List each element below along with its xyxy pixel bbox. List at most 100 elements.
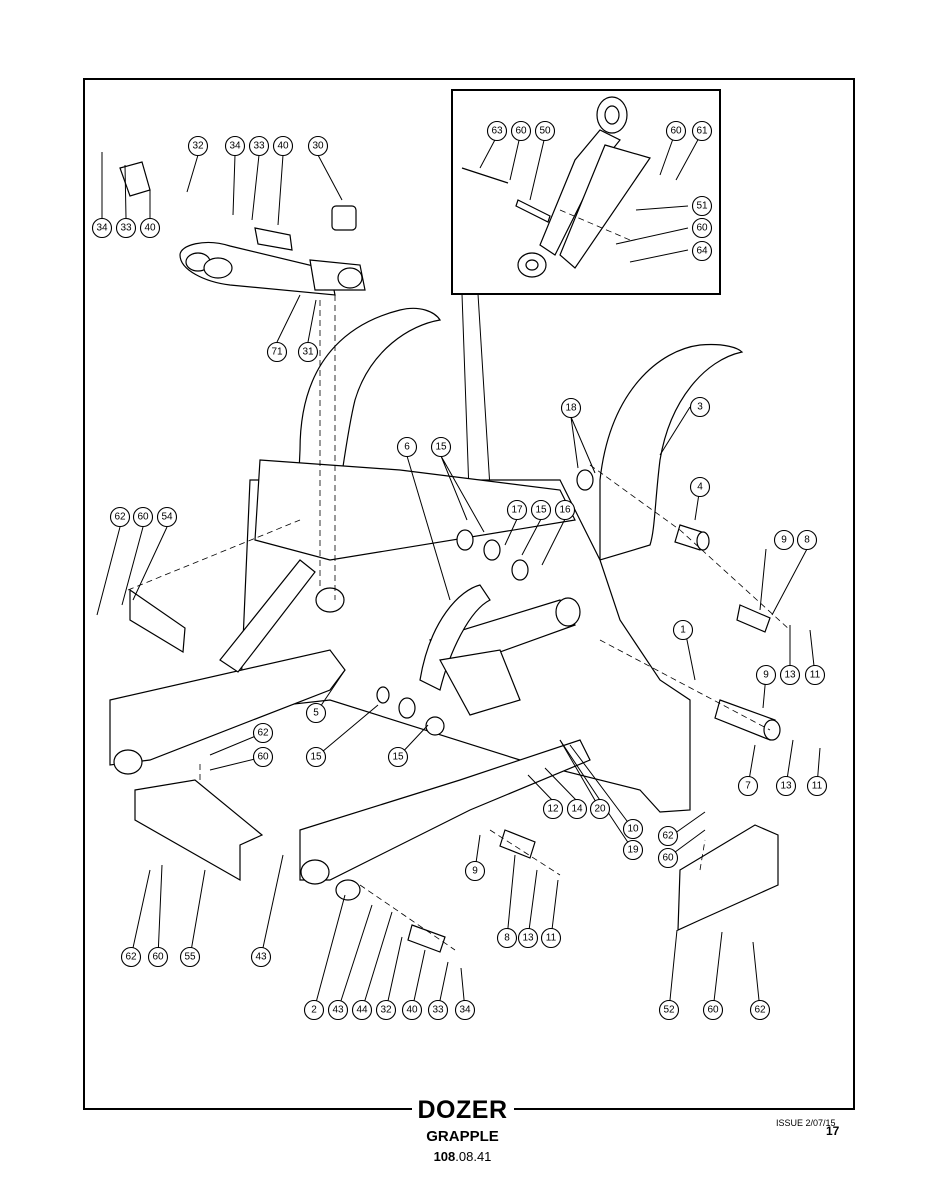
- callout-7: 7: [737, 775, 759, 797]
- svg-text:12: 12: [547, 804, 559, 815]
- svg-text:17: 17: [511, 505, 523, 516]
- cover-plate-52: [677, 824, 779, 931]
- svg-text:13: 13: [522, 933, 534, 944]
- svg-text:11: 11: [546, 933, 557, 944]
- callout-60: 60: [132, 506, 154, 528]
- callout-4: 4: [689, 476, 711, 498]
- svg-text:44: 44: [356, 1005, 368, 1016]
- callout-40: 40: [139, 217, 161, 239]
- svg-text:5: 5: [313, 708, 319, 719]
- svg-text:33: 33: [432, 1005, 444, 1016]
- callout-32: 32: [375, 999, 397, 1021]
- svg-text:32: 32: [380, 1005, 392, 1016]
- svg-text:40: 40: [144, 223, 156, 234]
- svg-text:63: 63: [491, 126, 503, 137]
- callout-61: 61: [691, 120, 713, 142]
- callout-19: 19: [622, 839, 644, 861]
- svg-text:18: 18: [565, 403, 577, 414]
- svg-text:8: 8: [804, 535, 810, 546]
- callout-11: 11: [804, 664, 826, 686]
- svg-text:60: 60: [152, 952, 164, 963]
- callout-33: 33: [115, 217, 137, 239]
- section-code: 108.08.41: [0, 1149, 925, 1164]
- svg-text:9: 9: [781, 535, 787, 546]
- page-subtitle: GRAPPLE: [426, 1128, 499, 1145]
- svg-text:32: 32: [192, 141, 204, 152]
- callout-10: 10: [622, 818, 644, 840]
- callout-55: 55: [179, 946, 201, 968]
- svg-text:60: 60: [662, 853, 674, 864]
- callout-31: 31: [297, 341, 319, 363]
- callout-60: 60: [691, 217, 713, 239]
- svg-text:16: 16: [559, 505, 571, 516]
- svg-text:13: 13: [784, 670, 796, 681]
- svg-text:4: 4: [697, 482, 703, 493]
- svg-text:51: 51: [696, 201, 708, 212]
- callout-16: 16: [554, 499, 576, 521]
- issue-label: ISSUE 2/07/15: [776, 1118, 836, 1128]
- callout-2: 2: [303, 999, 325, 1021]
- callout-9: 9: [773, 529, 795, 551]
- callout-62: 62: [749, 999, 771, 1021]
- svg-text:15: 15: [310, 752, 322, 763]
- svg-text:62: 62: [114, 512, 126, 523]
- callout-33: 33: [248, 135, 270, 157]
- callout-60: 60: [510, 120, 532, 142]
- svg-text:60: 60: [257, 752, 269, 763]
- svg-text:62: 62: [257, 728, 269, 739]
- svg-text:10: 10: [627, 824, 639, 835]
- svg-text:8: 8: [504, 933, 510, 944]
- svg-text:2: 2: [311, 1005, 317, 1016]
- svg-text:1: 1: [680, 625, 686, 636]
- svg-text:34: 34: [96, 223, 108, 234]
- callout-50: 50: [534, 120, 556, 142]
- callout-62: 62: [109, 506, 131, 528]
- callout-52: 52: [658, 999, 680, 1021]
- alignment-lines: [127, 295, 791, 951]
- svg-text:34: 34: [229, 141, 241, 152]
- svg-text:9: 9: [472, 866, 478, 877]
- callout-15: 15: [387, 746, 409, 768]
- svg-text:31: 31: [302, 347, 314, 358]
- callout-bubbles: 63 60 50 60 61 51 60 64 32 34 33 40 30 3…: [91, 120, 828, 1021]
- callout-6: 6: [396, 436, 418, 458]
- svg-text:60: 60: [515, 126, 527, 137]
- callout-8: 8: [496, 927, 518, 949]
- callout-62: 62: [120, 946, 142, 968]
- svg-text:15: 15: [392, 752, 404, 763]
- svg-text:34: 34: [459, 1005, 471, 1016]
- inset-cylinder: [461, 96, 651, 278]
- callout-8: 8: [796, 529, 818, 551]
- callout-9: 9: [464, 860, 486, 882]
- callout-11: 11: [806, 775, 828, 797]
- callout-17: 17: [506, 499, 528, 521]
- callout-15: 15: [430, 436, 452, 458]
- svg-text:43: 43: [332, 1005, 344, 1016]
- svg-text:15: 15: [435, 442, 447, 453]
- cover-plate-54: [129, 588, 186, 654]
- svg-text:7: 7: [745, 781, 751, 792]
- svg-text:62: 62: [662, 831, 674, 842]
- page-title: DOZER: [0, 1096, 925, 1125]
- callout-51: 51: [691, 195, 713, 217]
- svg-text:11: 11: [810, 670, 821, 681]
- svg-text:19: 19: [627, 845, 639, 856]
- callout-60: 60: [657, 847, 679, 869]
- page-number: 17: [826, 1124, 840, 1138]
- callout-15: 15: [305, 746, 327, 768]
- svg-text:14: 14: [571, 804, 583, 815]
- svg-text:62: 62: [754, 1005, 766, 1016]
- svg-text:60: 60: [137, 512, 149, 523]
- cover-plate-55: [134, 779, 264, 882]
- callout-60: 60: [665, 120, 687, 142]
- callout-15: 15: [530, 499, 552, 521]
- callout-33: 33: [427, 999, 449, 1021]
- callout-60: 60: [147, 946, 169, 968]
- svg-text:60: 60: [670, 126, 682, 137]
- callout-62: 62: [252, 722, 274, 744]
- callout-20: 20: [589, 798, 611, 820]
- callout-3: 3: [689, 396, 711, 418]
- svg-text:60: 60: [696, 223, 708, 234]
- svg-text:50: 50: [539, 126, 551, 137]
